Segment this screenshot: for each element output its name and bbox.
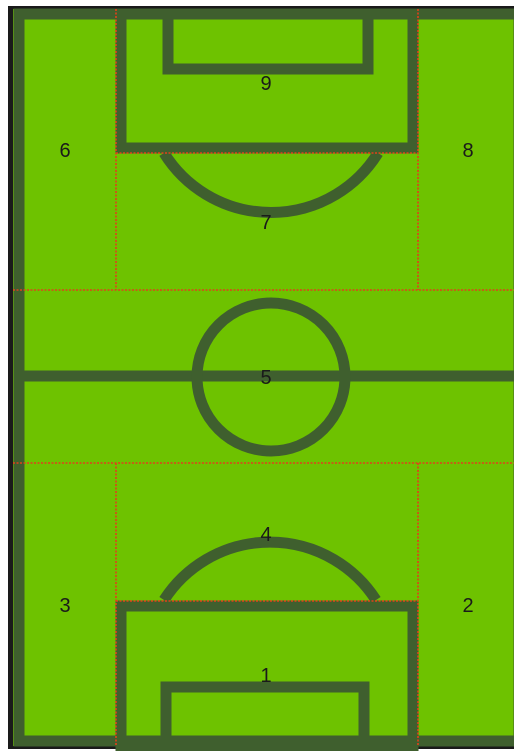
zone-label-7: 7 [260,212,271,234]
zone-label-6: 6 [59,140,70,162]
zone-label-1: 1 [260,665,271,687]
zone-label-8: 8 [462,140,473,162]
zone-label-4: 4 [260,524,271,546]
zone-label-5: 5 [260,367,271,389]
zone-label-2: 2 [462,595,473,617]
zone-label-3: 3 [59,595,70,617]
zone-label-9: 9 [260,73,271,95]
